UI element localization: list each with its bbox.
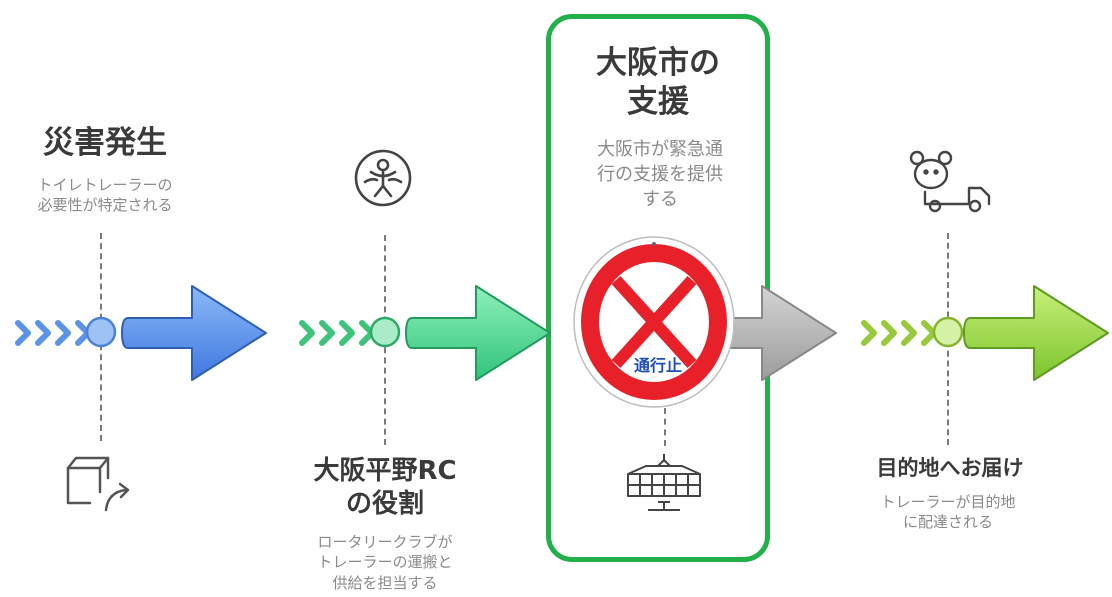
step4-title: 目的地へお届け	[876, 456, 1024, 480]
road-closed-sign-icon	[573, 236, 735, 408]
step4-description: トレーラーが目的地 に配達される	[880, 493, 1016, 532]
box-return-arrow-icon	[66, 456, 130, 512]
step1-arrow	[121, 285, 267, 381]
step4-arrow	[963, 285, 1109, 381]
step1-node-circle	[85, 316, 117, 348]
step3-title: 大阪市の 支援	[596, 45, 720, 120]
step2-description: ロータリークラブが トレーラーの運搬と 供給を担当する	[317, 533, 453, 592]
rotary-emblem-icon	[354, 149, 412, 207]
step2-arrow	[405, 285, 551, 381]
city-hall-building-icon	[627, 454, 701, 511]
step2-node-circle	[369, 316, 401, 348]
step1-description: トイレトレーラーの 必要性が特定される	[37, 176, 173, 215]
step2-title: 大阪平野RC の役割	[313, 456, 457, 519]
road-closed-sign-label: 通行止	[633, 356, 682, 375]
highlight-frame	[546, 14, 770, 562]
step1-title: 災害発生	[43, 125, 167, 161]
step4-node-circle	[932, 316, 964, 348]
step3-description: 大阪市が緊急通 行の支援を提供 する	[597, 139, 723, 211]
delivery-truck-bear-icon	[909, 150, 991, 213]
step3-dashed-line	[664, 408, 666, 446]
